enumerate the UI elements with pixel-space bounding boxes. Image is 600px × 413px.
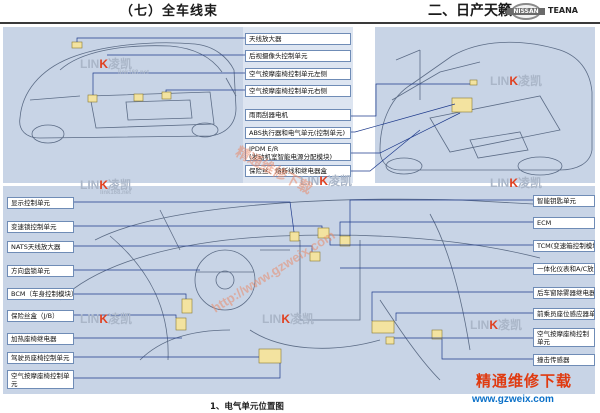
label-shift-lock-unit: 变速锁控制单元 bbox=[7, 221, 74, 233]
label-occupant-sensor: 前乘员座位感应器单元 bbox=[533, 308, 595, 320]
watermark-lin: LIN bbox=[80, 178, 100, 192]
label-crash-sensor: 撞击传感器 bbox=[533, 354, 595, 366]
header-rule bbox=[0, 22, 600, 24]
logo-text: NISSAN bbox=[513, 8, 539, 15]
label-fuse-box-jb: 保险丝盒（J/B） bbox=[7, 310, 74, 322]
watermark-lin-3: LINK凌凯 bbox=[80, 176, 132, 193]
watermark-ling: 凌凯 bbox=[498, 318, 523, 332]
watermark-k: K bbox=[99, 57, 109, 71]
watermark-k: K bbox=[319, 174, 329, 188]
section-title: （七）全车线束 bbox=[119, 4, 218, 19]
watermark-lin-6: LINK凌凯 bbox=[262, 310, 314, 327]
watermark-ling: 凌凯 bbox=[108, 178, 133, 192]
watermark-ling: 凌凯 bbox=[108, 57, 133, 71]
watermark-site-1: link168.net bbox=[118, 70, 150, 76]
watermark-lin-8: LINK凌凯 bbox=[470, 316, 522, 333]
label-fuse-relay-box: 保险丝、熔断线和继电器盒 bbox=[245, 165, 351, 177]
label-rear-defogger-relay: 后车窗除雾器继电器 bbox=[533, 287, 595, 299]
label-air-massage-left: 空气按摩座椅控制单元左侧 bbox=[245, 68, 351, 80]
watermark-lin: LIN bbox=[470, 318, 490, 332]
label-display-control-unit: 显示控制单元 bbox=[7, 197, 74, 209]
watermark-lin: LIN bbox=[490, 176, 510, 190]
label-air-massage-passenger: 空气按摩座椅控制单元 (前座椅)(乘客侧) bbox=[533, 328, 595, 347]
watermark-lin-1: LINK凌凯 bbox=[80, 55, 132, 72]
watermark-k: K bbox=[99, 312, 109, 326]
watermark-ling: 凌凯 bbox=[518, 176, 543, 190]
watermark-lin: LIN bbox=[80, 312, 100, 326]
watermark-lin-4: LINK凌凯 bbox=[300, 172, 352, 189]
rear-view-panel bbox=[3, 27, 243, 183]
label-intelligent-key-unit: 智能钥匙单元 bbox=[533, 195, 595, 207]
label-ecm: ECM bbox=[533, 217, 595, 229]
label-wiper-motor: 雨雨刮器电机 bbox=[245, 109, 351, 121]
label-air-massage-driver: 空气按摩座椅控制单元 (前座椅)(驾驶员侧) bbox=[7, 370, 74, 389]
label-bcm: BCM（车身控制模块） bbox=[7, 288, 74, 300]
watermark-lin-5: LINK凌凯 bbox=[490, 174, 542, 191]
header-left: （七）全车线束 bbox=[0, 0, 338, 24]
watermark-lin-2: LINK凌凯 bbox=[490, 72, 542, 89]
watermark-site-3: link168.net bbox=[100, 190, 132, 196]
watermark-ling: 凌凯 bbox=[108, 312, 133, 326]
label-air-massage-right: 空气按摩座椅控制单元右侧 bbox=[245, 85, 351, 97]
watermark-k: K bbox=[99, 178, 109, 192]
watermark-lin: LIN bbox=[262, 312, 282, 326]
figure-caption: 1、电气单元位置图 bbox=[210, 402, 284, 412]
footer-site-cn: 精通维修下载 bbox=[476, 372, 573, 390]
model-name: TEANA bbox=[548, 6, 578, 15]
watermark-k: K bbox=[509, 74, 519, 88]
watermark-lin: LIN bbox=[490, 74, 510, 88]
label-meter-ac-amp: 一体化仪表和A/C放大器 bbox=[533, 263, 595, 275]
label-antenna-amplifier: 天线放大器 bbox=[245, 33, 351, 45]
label-abs-actuator: ABS执行器和电气单元(控制单元) bbox=[245, 127, 351, 139]
label-rear-camera-unit: 后视摄像头控制单元 bbox=[245, 50, 351, 62]
watermark-lin: LIN bbox=[80, 57, 100, 71]
label-steering-lock: 方向盘锁单元 bbox=[7, 265, 74, 277]
label-ipdm-er: IPDM E/R (发动机室智能电源分配模块) bbox=[245, 143, 351, 161]
watermark-k: K bbox=[281, 312, 291, 326]
watermark-lin: LIN bbox=[300, 174, 320, 188]
watermark-k: K bbox=[489, 318, 499, 332]
watermark-ling: 凌凯 bbox=[328, 174, 353, 188]
footer-site-url: www.gzweix.com bbox=[472, 394, 554, 405]
logo-bar bbox=[507, 8, 545, 15]
label-heated-seat-relay: 加热座椅继电器 bbox=[7, 333, 74, 345]
label-tcm: TCM(变速箱控制模块) bbox=[533, 240, 595, 252]
label-driver-seat-unit: 驾驶员座椅控制单元 bbox=[7, 352, 74, 364]
watermark-ling: 凌凯 bbox=[518, 74, 543, 88]
watermark-ling: 凌凯 bbox=[290, 312, 315, 326]
chapter-title: 二、日产天籁 bbox=[428, 3, 512, 19]
watermark-lin-7: LINK凌凯 bbox=[80, 310, 132, 327]
watermark-k: K bbox=[509, 176, 519, 190]
label-nats-antenna: NATS天线放大器 bbox=[7, 241, 74, 253]
